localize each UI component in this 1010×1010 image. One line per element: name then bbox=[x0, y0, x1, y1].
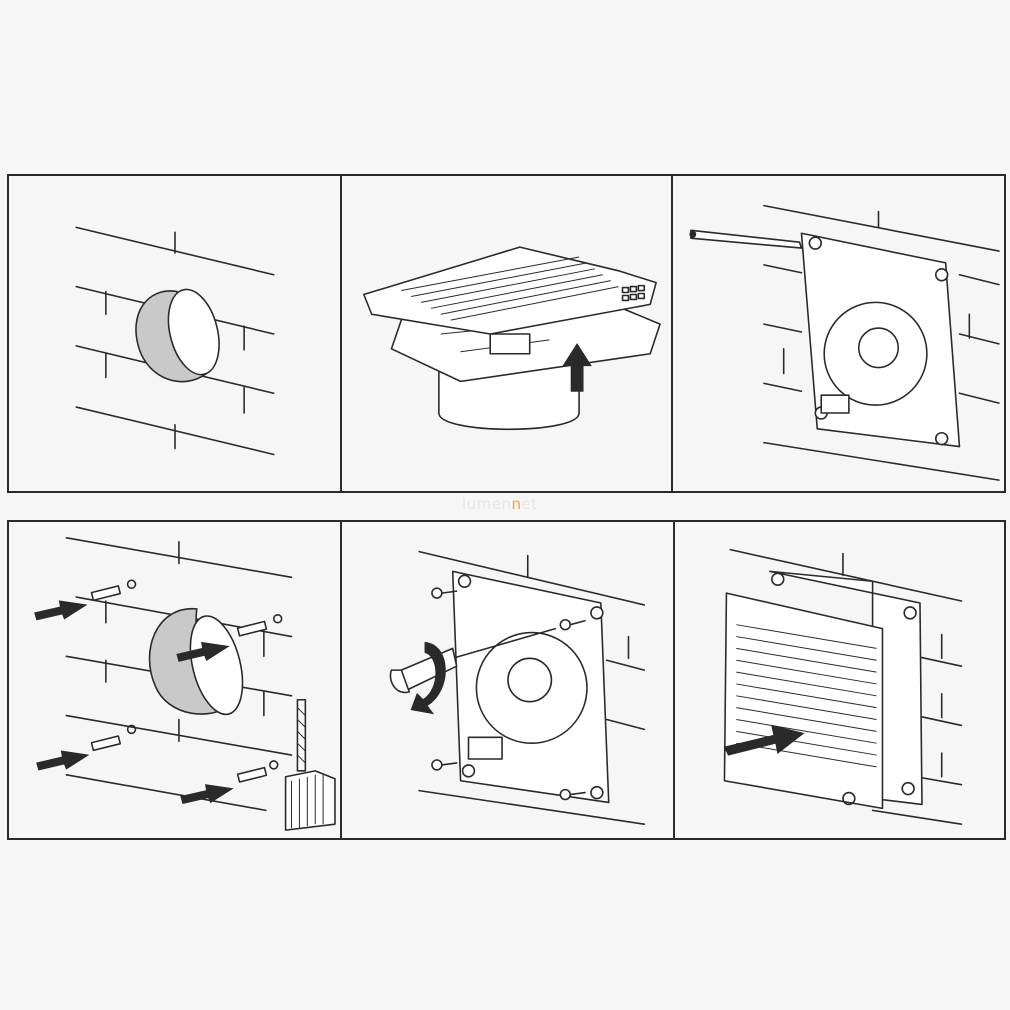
step-4-panel bbox=[7, 520, 342, 840]
rotate-arrow bbox=[410, 641, 446, 715]
open-front-cover-icon bbox=[363, 246, 661, 431]
screw bbox=[559, 618, 586, 631]
push-arrow bbox=[34, 600, 88, 621]
cover-louvres bbox=[736, 624, 877, 768]
terminal-block bbox=[489, 333, 531, 355]
base-plate bbox=[769, 570, 923, 806]
drill-bit-icon bbox=[284, 698, 336, 831]
wall-hole-rim bbox=[189, 615, 244, 716]
step-2-panel bbox=[340, 174, 673, 493]
lift-arrow bbox=[562, 342, 592, 392]
screw-hole bbox=[457, 574, 472, 588]
screw bbox=[431, 587, 458, 599]
brick-wall bbox=[418, 550, 646, 825]
brick-wall bbox=[763, 204, 1000, 481]
wall-plug bbox=[90, 724, 137, 752]
terminal-block bbox=[467, 736, 503, 760]
screw-hole bbox=[903, 606, 917, 620]
wall-plug bbox=[90, 579, 137, 602]
step-5-panel bbox=[340, 520, 675, 840]
screw-hole bbox=[934, 268, 949, 282]
wall-plug bbox=[236, 614, 283, 637]
screw-hole bbox=[771, 572, 785, 586]
marking-pencil bbox=[690, 229, 803, 249]
terminal-block bbox=[820, 394, 850, 414]
screw-hole bbox=[590, 785, 604, 800]
cover-slats bbox=[401, 256, 619, 321]
screw-hole bbox=[934, 431, 949, 446]
brick-wall bbox=[729, 548, 963, 825]
push-arrow bbox=[176, 641, 230, 662]
push-arrow bbox=[180, 784, 234, 805]
step-6-panel bbox=[673, 520, 1006, 840]
screw bbox=[559, 788, 586, 801]
step-3-panel bbox=[671, 174, 1006, 493]
base-plate bbox=[800, 232, 961, 448]
watermark-accent: n bbox=[511, 495, 522, 513]
insert-wall-plugs-icon bbox=[34, 537, 336, 831]
mark-drill-holes-icon bbox=[689, 204, 1000, 481]
watermark-suffix: et bbox=[521, 495, 538, 513]
screw-hole bbox=[901, 781, 915, 796]
watermark-prefix: lumen bbox=[462, 495, 512, 513]
screw-hole bbox=[461, 764, 476, 778]
front-cover bbox=[723, 592, 884, 810]
push-arrow bbox=[36, 750, 90, 771]
screw-hole bbox=[590, 606, 604, 620]
wall-hole-icon bbox=[75, 226, 275, 456]
step-1-panel bbox=[7, 174, 342, 493]
front-cover bbox=[363, 246, 657, 335]
wall-hole-rim bbox=[167, 288, 220, 376]
push-arrow bbox=[723, 724, 805, 756]
attach-front-cover-icon bbox=[723, 548, 963, 825]
wall-plug bbox=[236, 760, 279, 783]
watermark: lumennet bbox=[462, 495, 538, 513]
cover-buttons bbox=[621, 284, 646, 302]
screw-base-plate-icon bbox=[389, 550, 646, 825]
screw-hole bbox=[808, 236, 823, 250]
screw bbox=[431, 759, 458, 771]
